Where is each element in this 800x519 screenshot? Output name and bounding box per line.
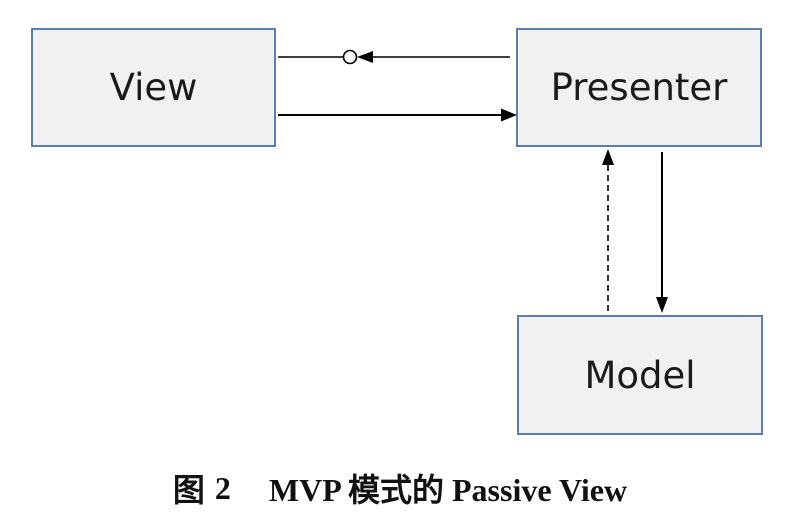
figure-caption: 图 2 MVP 模式的 Passive View — [0, 466, 800, 510]
edge-model-to-presenter — [602, 149, 614, 311]
arrowhead-right-icon — [501, 108, 517, 122]
view-node-label: View — [109, 66, 198, 109]
edge-presenter-to-model — [656, 152, 668, 313]
arrowhead-down-icon — [656, 297, 668, 313]
presenter-node: Presenter — [516, 28, 762, 147]
figure-number: 2 — [214, 469, 231, 506]
figure-title: MVP 模式的 Passive View — [268, 472, 628, 508]
edge-presenter-to-view — [278, 49, 510, 65]
arrowhead-left-icon — [357, 51, 373, 63]
interface-circle-icon — [342, 49, 358, 65]
view-node: View — [31, 28, 276, 147]
edge-view-to-presenter — [278, 108, 517, 122]
arrowhead-up-icon — [602, 149, 614, 165]
model-node-label: Model — [584, 353, 696, 397]
figure-label: 图 — [172, 472, 205, 508]
model-node: Model — [517, 315, 763, 435]
presenter-node-label: Presenter — [550, 66, 728, 109]
